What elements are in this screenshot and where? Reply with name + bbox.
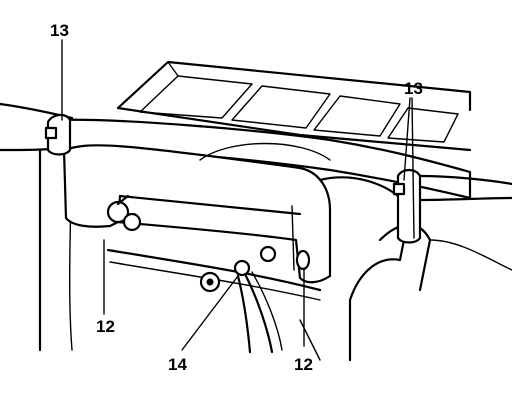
- grommet: [199, 271, 221, 293]
- cable: [233, 259, 283, 354]
- bolt-right: [259, 245, 311, 271]
- callout-cable: 14: [168, 355, 187, 374]
- clamp-left: [44, 113, 72, 156]
- callout-clamp-right: 13: [404, 79, 423, 98]
- mounting-bracket: [62, 142, 332, 284]
- callout-clamp-left: 13: [50, 21, 69, 40]
- callout-bolt-right: 12: [294, 355, 313, 374]
- leader-lines: [61, 39, 415, 351]
- bolt-left: [106, 194, 142, 232]
- callout-bolt-left: 12: [96, 317, 115, 336]
